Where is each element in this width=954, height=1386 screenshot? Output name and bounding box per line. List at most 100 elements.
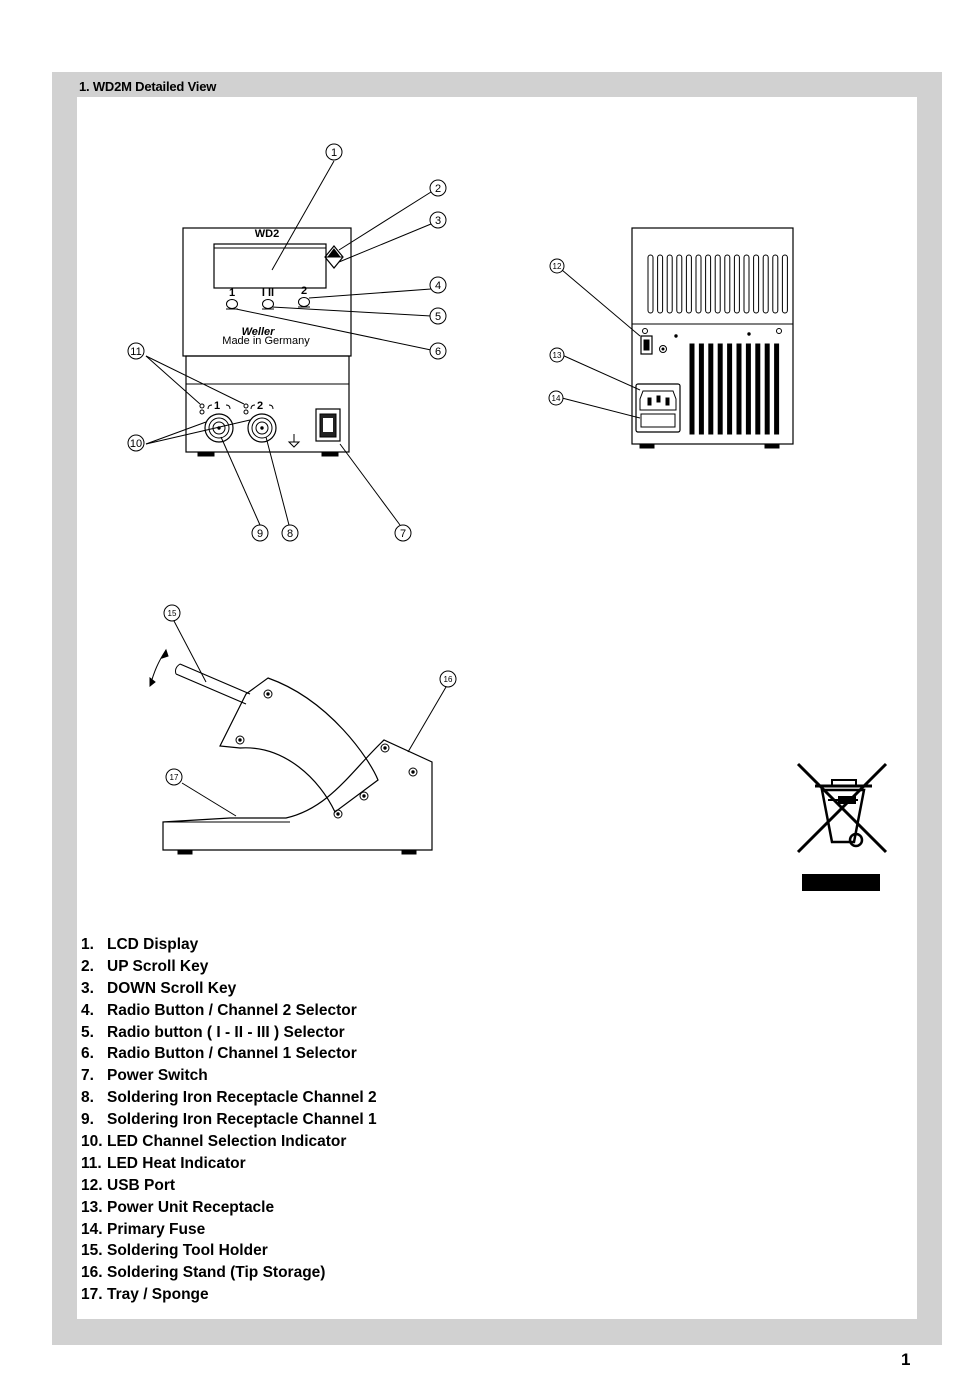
legend-item-text: Power Unit Receptacle (107, 1198, 275, 1216)
channel-mark-mode: I II (262, 287, 274, 299)
callout-number: 17 (170, 773, 179, 782)
power-receptacle-icon (635, 383, 681, 433)
logo-text: Weller (242, 326, 276, 338)
callout-number: 8 (287, 528, 293, 540)
callout-marker: 12 (549, 258, 565, 274)
legend-item: 11. LED Heat Indicator (81, 1153, 377, 1175)
callout-number: 11 (130, 346, 141, 358)
legend-item: 17.Tray / Sponge (81, 1284, 377, 1306)
callout-marker: 7 (394, 524, 412, 542)
legend-item-number: 14. (81, 1220, 103, 1238)
front-view-drawing (145, 160, 432, 526)
callout-number: 13 (553, 351, 562, 360)
legend-item: 9. Soldering Iron Receptacle Channel 1 (81, 1109, 377, 1131)
legend-item: 12.USB Port (81, 1175, 377, 1197)
legend-item-number: 4. (81, 1001, 94, 1019)
legend-item-text: Primary Fuse (107, 1220, 206, 1238)
socket-mark-1: 1 (214, 400, 220, 412)
front-brand-label: WD2 (255, 228, 279, 240)
legend-item-number: 1. (81, 936, 94, 953)
legend-item: 6. Radio Button / Channel 1 Selector (81, 1043, 377, 1065)
legend-item-text: Soldering Iron Receptacle Channel 2 (107, 1089, 377, 1107)
legend-item: 13.Power Unit Receptacle (81, 1197, 377, 1219)
socket-channel-2 (243, 403, 277, 443)
callout-marker: 14 (548, 390, 564, 406)
legend-item-number: 11. (81, 1154, 102, 1172)
legend-item-number: 12. (81, 1176, 103, 1194)
callout-number: 6 (435, 346, 441, 358)
callout-number: 7 (400, 528, 406, 540)
callout-number: 12 (553, 262, 562, 271)
page-number: 1 (901, 1350, 911, 1369)
callout-marker: 8 (281, 524, 299, 542)
weee-bin-icon (796, 762, 888, 891)
legend-item: 16.Soldering Stand (Tip Storage) (81, 1262, 377, 1284)
legend-item-text: USB Port (107, 1176, 176, 1194)
callout-marker: 17 (165, 768, 183, 786)
legend-item-number: 9. (81, 1111, 94, 1129)
logo-subtext: Made in Germany (222, 335, 310, 347)
legend-item-text: LCD Display (107, 936, 199, 953)
legend-item: 1. LCD Display (81, 934, 377, 956)
legend-item-number: 7. (81, 1067, 94, 1085)
callout-number: 4 (435, 280, 441, 292)
legend-item-number: 15. (81, 1242, 103, 1260)
rear-view-drawing (561, 227, 794, 449)
callout-marker: 9 (251, 524, 269, 542)
legend-item-number: 5. (81, 1023, 94, 1041)
section-title: 1. WD2M Detailed View (79, 79, 217, 94)
legend-item: 14.Primary Fuse (81, 1219, 377, 1241)
legend-item-text: Soldering Stand (Tip Storage) (107, 1264, 326, 1282)
legend-item: 4.Radio Button / Channel 2 Selector (81, 1000, 377, 1022)
callout-marker: 3 (429, 211, 447, 229)
callout-marker: 1 (325, 143, 343, 161)
legend-item: 8. Soldering Iron Receptacle Channel 2 (81, 1087, 377, 1109)
callout-number: 2 (435, 183, 441, 195)
callout-marker: 6 (429, 342, 447, 360)
legend-item-text: Power Switch (107, 1067, 208, 1085)
legend-item-text: Radio button ( I - II - III ) Selector (107, 1023, 345, 1041)
callout-marker: 16 (439, 670, 457, 688)
ground-icon (287, 434, 301, 448)
callout-number: 5 (435, 311, 441, 323)
usb-port-icon (640, 335, 653, 355)
power-switch-icon (315, 408, 341, 442)
callout-number: 3 (435, 215, 441, 227)
legend-item: 7. Power Switch (81, 1065, 377, 1087)
legend-item-number: 6. (81, 1045, 94, 1063)
legend-item-text: DOWN Scroll Key (107, 979, 237, 997)
callout-number: 14 (552, 394, 561, 403)
rotation-arrow-icon (149, 648, 169, 688)
legend-item-text: Soldering Iron Receptacle Channel 1 (107, 1111, 377, 1129)
legend-item-text: UP Scroll Key (107, 957, 209, 975)
legend-item: 10.LED Channel Selection Indicator (81, 1131, 377, 1153)
legend-item-number: 16. (81, 1264, 103, 1282)
callout-number: 10 (130, 438, 142, 450)
callout-number: 15 (168, 609, 177, 618)
callout-marker: 5 (429, 307, 447, 325)
legend-item-number: 17. (81, 1286, 103, 1304)
legend-item-number: 10. (81, 1133, 103, 1151)
up-down-key-icon (324, 245, 344, 269)
channel-mark-1: 1 (229, 287, 235, 299)
callout-marker: 10 (127, 434, 145, 452)
callout-number: 16 (444, 675, 453, 684)
legend-item-text: Radio Button / Channel 1 Selector (107, 1045, 357, 1063)
callout-number: 9 (257, 528, 263, 540)
callout-marker: 2 (429, 179, 447, 197)
callout-marker: 11 (127, 342, 145, 360)
legend-item: 15.Soldering Tool Holder (81, 1240, 377, 1262)
legend-item-text: Soldering Tool Holder (107, 1242, 268, 1260)
socket-channel-1 (199, 403, 234, 443)
legend-item: 5. Radio button ( I - II - III ) Selector (81, 1022, 377, 1044)
legend-item-number: 13. (81, 1198, 103, 1216)
legend-item-number: 8. (81, 1089, 94, 1107)
legend-item: 2. UP Scroll Key (81, 956, 377, 978)
socket-mark-2: 2 (257, 400, 263, 412)
legend-item-number: 2. (81, 957, 94, 975)
channel-buttons (226, 297, 310, 310)
legend-item-text: LED Heat Indicator (107, 1154, 246, 1172)
callout-marker: 13 (549, 347, 565, 363)
